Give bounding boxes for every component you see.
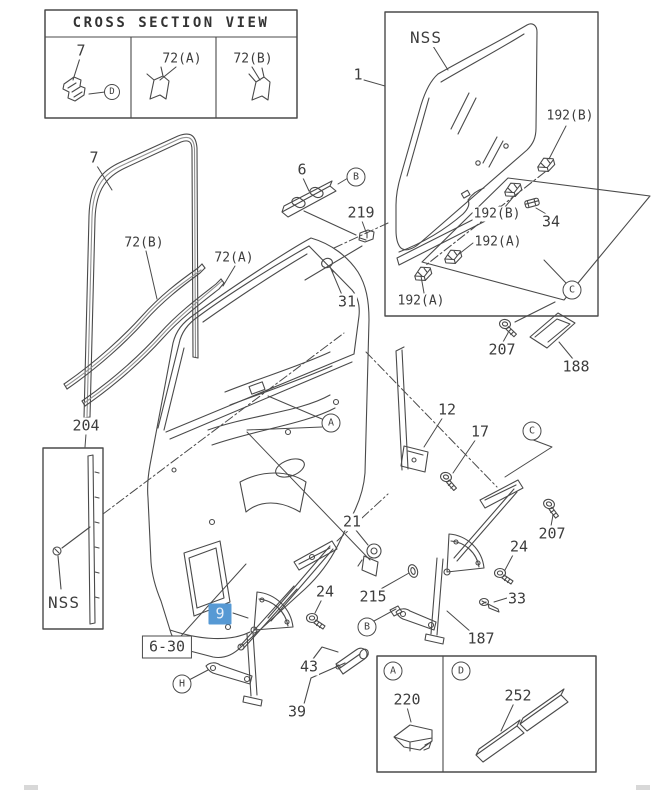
- callout-cs-72a[interactable]: 72(A): [161, 51, 203, 67]
- cross-section-box-art: [45, 10, 297, 118]
- scan-mark-right: [636, 785, 650, 790]
- door-panel-art: [148, 238, 369, 658]
- callout-cs-72b[interactable]: 72(B): [232, 51, 274, 67]
- callout-1[interactable]: 1: [352, 65, 364, 84]
- callout-207-glass[interactable]: 207: [487, 340, 517, 359]
- callout-39[interactable]: 39: [286, 702, 308, 721]
- sash-204-art: [43, 448, 103, 629]
- callout-9-selected[interactable]: 9: [208, 603, 232, 625]
- callout-cs-7[interactable]: 7: [75, 41, 87, 60]
- callout-7[interactable]: 7: [88, 148, 100, 167]
- callout-219[interactable]: 219: [346, 203, 376, 222]
- view-marker-b-top: B: [346, 167, 366, 187]
- cross-section-title: CROSS SECTION VIEW: [71, 15, 271, 31]
- view-marker-d-legend: D: [451, 661, 471, 681]
- view-marker-a-door: A: [321, 413, 341, 433]
- ref-box-6-30[interactable]: 6-30: [141, 635, 193, 659]
- callout-192a-upper[interactable]: 192(A): [473, 234, 523, 250]
- pad-34-art: [524, 198, 539, 208]
- callout-192a-lower[interactable]: 192(A): [396, 293, 446, 309]
- chain-lines: [103, 223, 497, 541]
- callout-192b-top[interactable]: 192(B): [545, 108, 595, 124]
- motor-21-art: [358, 544, 419, 579]
- callout-187[interactable]: 187: [466, 629, 496, 648]
- view-marker-a-legend: A: [383, 661, 403, 681]
- callout-17[interactable]: 17: [469, 422, 491, 441]
- callout-24-center[interactable]: 24: [314, 582, 336, 601]
- callout-252[interactable]: 252: [503, 686, 533, 705]
- view-marker-b-lower: B: [357, 617, 377, 637]
- label-nss-sash: NSS: [47, 593, 81, 612]
- callout-215[interactable]: 215: [358, 587, 388, 606]
- callout-220[interactable]: 220: [392, 690, 422, 709]
- callout-72a[interactable]: 72(A): [213, 250, 255, 266]
- callout-207-right[interactable]: 207: [537, 524, 567, 543]
- view-marker-c-right: C: [522, 421, 542, 441]
- callout-12[interactable]: 12: [436, 400, 458, 419]
- weatherstrip-72a-art: [82, 279, 224, 406]
- callout-72b[interactable]: 72(B): [123, 235, 165, 251]
- glass-assembly-art: [385, 12, 650, 348]
- callout-31[interactable]: 31: [336, 292, 358, 311]
- regulator-187-art: [390, 480, 564, 644]
- callout-21[interactable]: 21: [341, 512, 363, 531]
- weatherstrip-72b-art: [64, 264, 205, 389]
- view-marker-d-cross: D: [104, 84, 120, 100]
- bracket-6-art: [282, 181, 356, 235]
- callout-204[interactable]: 204: [71, 416, 101, 435]
- callout-33[interactable]: 33: [506, 589, 528, 608]
- screw-33-art: [480, 599, 500, 613]
- callout-192b-mid[interactable]: 192(B): [472, 206, 522, 222]
- weatherstrip-7-art: [84, 134, 198, 418]
- rail-12-art: [396, 347, 461, 492]
- label-nss-glass: NSS: [409, 28, 443, 47]
- callout-24-right[interactable]: 24: [508, 537, 530, 556]
- callout-188[interactable]: 188: [561, 357, 591, 376]
- view-marker-h-lower: H: [172, 674, 192, 694]
- callout-6[interactable]: 6: [296, 160, 308, 179]
- leader-lines: [85, 46, 573, 731]
- scan-mark-left: [24, 785, 38, 790]
- regulator-9-art: [206, 541, 370, 706]
- callout-34[interactable]: 34: [540, 212, 562, 231]
- view-marker-c-glass: C: [562, 280, 582, 300]
- callout-43[interactable]: 43: [298, 657, 320, 676]
- clip-219-art: [305, 230, 374, 280]
- legend-box-art: [377, 656, 596, 772]
